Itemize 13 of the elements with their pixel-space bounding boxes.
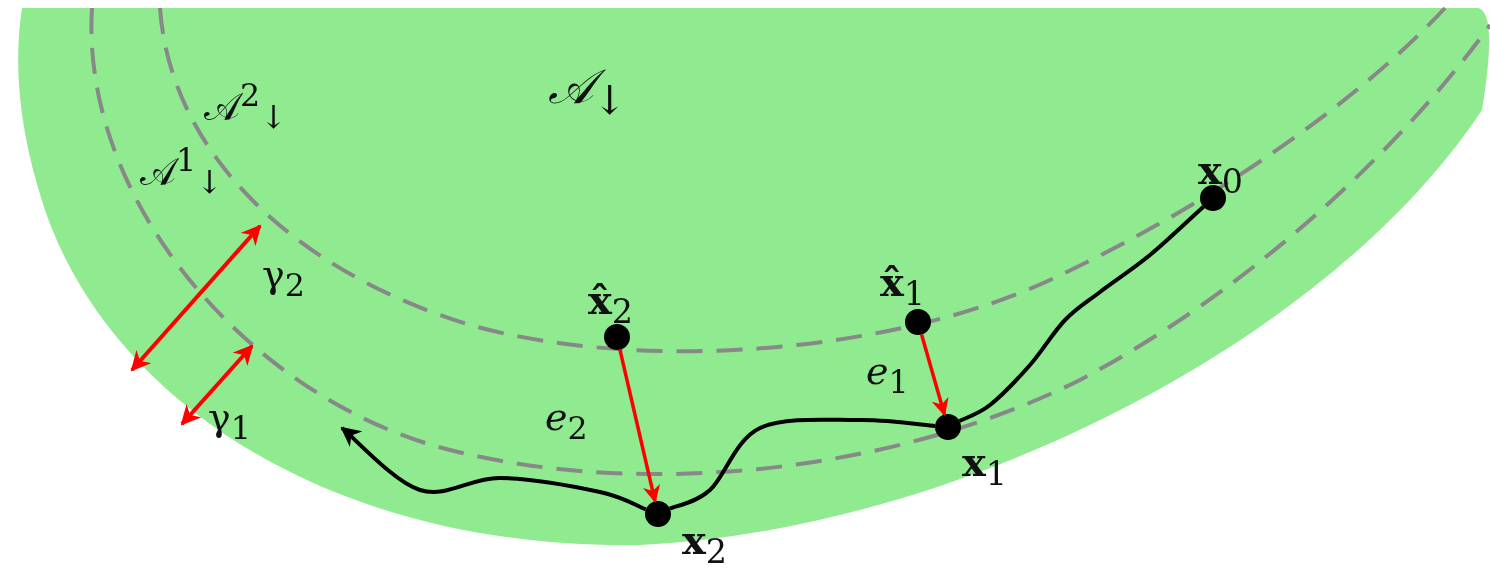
- arrow: [340, 426, 647, 512]
- point-label: x$_{0}$: [1198, 150, 1244, 199]
- point-label: x̂$_{1}$: [880, 262, 926, 311]
- width-label: γ$_{1}$: [208, 398, 251, 445]
- point-label: x̂$_{2}$: [588, 280, 634, 329]
- point-label: x$_{2}$: [682, 520, 728, 569]
- trajectory-line: [958, 205, 1205, 423]
- trajectory-line: [669, 417, 936, 511]
- arrow: [618, 349, 661, 504]
- arrow: [919, 334, 949, 417]
- point-label: x$_{1}$: [962, 442, 1008, 491]
- region-label: 𝒜$_{↓}$: [548, 62, 627, 120]
- width-label: γ$_{2}$: [262, 255, 305, 302]
